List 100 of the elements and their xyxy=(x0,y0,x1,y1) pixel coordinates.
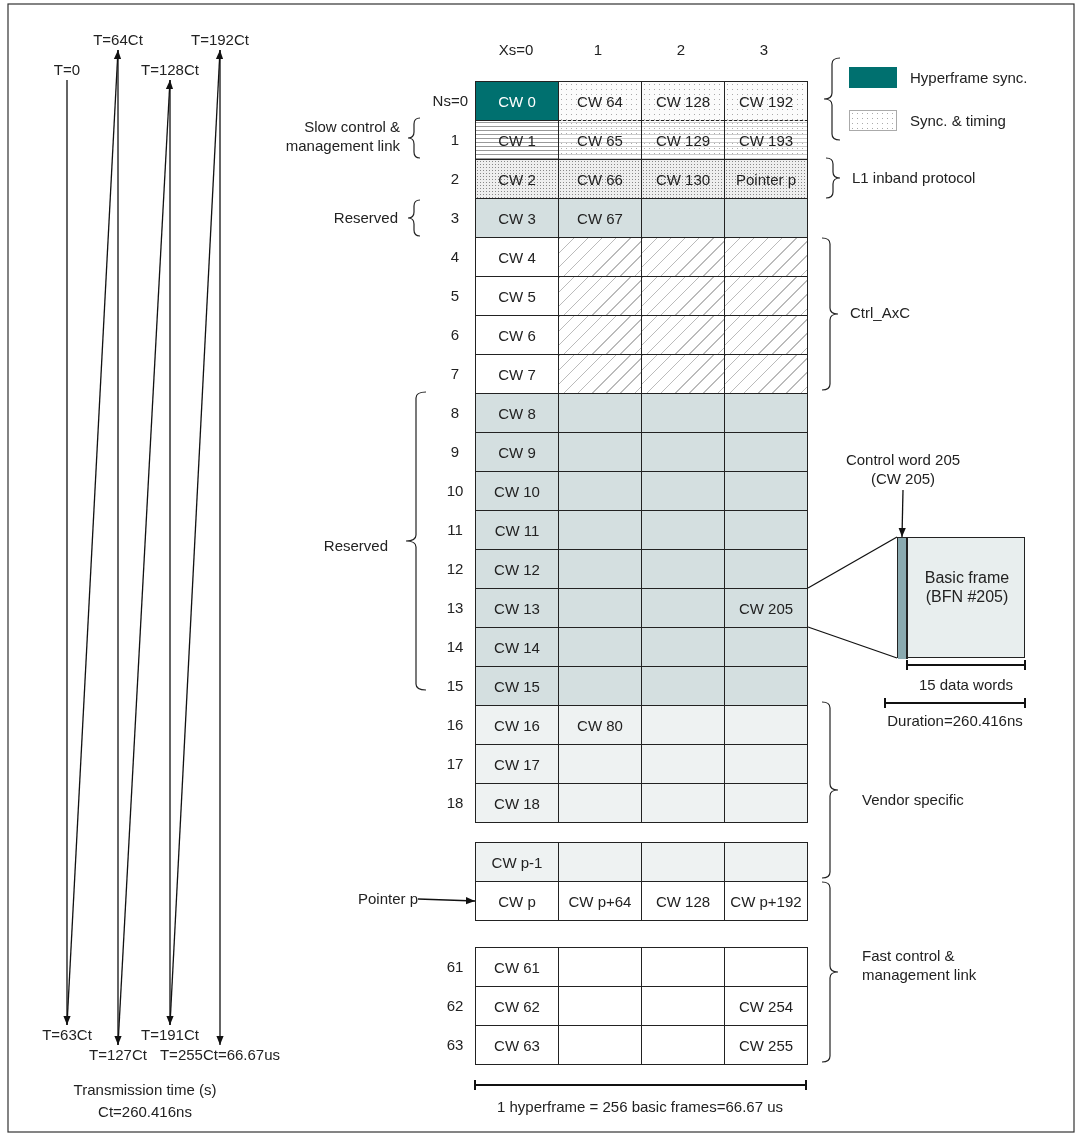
frame-cell xyxy=(558,986,641,1025)
bracket-label: Slow control & management link xyxy=(284,117,400,156)
frame-cell xyxy=(558,744,641,783)
arrow xyxy=(216,49,224,1046)
control-word-bar xyxy=(898,538,908,659)
frame-cell xyxy=(641,510,724,549)
frame-cell xyxy=(558,276,641,315)
row-number: 3 xyxy=(449,208,461,228)
frame-cell xyxy=(558,237,641,276)
frame-cell: CW 254 xyxy=(724,986,808,1025)
frame-cell xyxy=(558,947,641,986)
frame-cell: CW 193 xyxy=(724,120,808,159)
row-number: 17 xyxy=(445,754,465,774)
axis-label: Ct=260.416ns xyxy=(97,1102,193,1122)
row-number: 9 xyxy=(449,442,461,462)
legend-label: Sync. & timing xyxy=(910,111,1007,131)
frame-cell xyxy=(724,198,808,237)
frame-cell: CW p+64 xyxy=(558,881,641,921)
bracket-label: Fast control & management link xyxy=(862,946,978,985)
frame-cell xyxy=(724,549,808,588)
row-number: 62 xyxy=(445,996,465,1016)
frame-cell xyxy=(641,666,724,705)
row-number: 1 xyxy=(449,130,461,150)
row-number: 63 xyxy=(445,1035,465,1055)
frame-cell xyxy=(641,393,724,432)
row-number: 2 xyxy=(449,169,461,189)
row-number: 15 xyxy=(445,676,465,696)
frame-cell xyxy=(558,588,641,627)
bracket-label: L1 inband protocol xyxy=(852,168,977,188)
frame-cell: CW 62 xyxy=(475,986,558,1025)
time-label: T=63Ct xyxy=(36,1025,98,1045)
basic-frame-box xyxy=(897,537,1025,658)
frame-cell xyxy=(641,237,724,276)
zoom-line xyxy=(807,626,898,659)
arrow xyxy=(898,489,906,538)
frame-cell xyxy=(724,666,808,705)
frame-cell xyxy=(724,432,808,471)
frame-cell xyxy=(558,471,641,510)
column-number: 3 xyxy=(758,40,770,60)
frame-cell xyxy=(641,549,724,588)
frame-cell xyxy=(641,842,724,881)
frame-cell: CW 80 xyxy=(558,705,641,744)
frame-cell xyxy=(641,986,724,1025)
frame-cell xyxy=(724,627,808,666)
frame-cell xyxy=(641,1025,724,1065)
box-label: Basic frame (BFN #205) xyxy=(923,568,1011,606)
dimension-label: 1 hyperframe = 256 basic frames=66.67 us xyxy=(496,1097,784,1117)
frame-cell xyxy=(558,393,641,432)
frame-cell: CW 4 xyxy=(475,237,558,276)
frame-cell xyxy=(641,947,724,986)
frame-cell xyxy=(724,276,808,315)
time-label: T=128Ct xyxy=(138,60,202,80)
arrow xyxy=(417,897,476,905)
frame-cell: CW p+192 xyxy=(724,881,808,921)
frame-cell xyxy=(558,842,641,881)
frame-cell xyxy=(641,198,724,237)
row-number: 61 xyxy=(445,957,465,977)
frame-cell: CW 9 xyxy=(475,432,558,471)
frame-cell xyxy=(641,432,724,471)
time-label: T=255Ct=66.67us xyxy=(150,1045,290,1065)
frame-cell: CW p-1 xyxy=(475,842,558,881)
frame-cell xyxy=(724,315,808,354)
frame-cell xyxy=(641,471,724,510)
frame-cell: CW 15 xyxy=(475,666,558,705)
bracket-label: Ctrl_AxC xyxy=(850,303,911,323)
frame-cell: CW 130 xyxy=(641,159,724,198)
frame-cell: CW 128 xyxy=(641,81,724,120)
frame-cell: CW 65 xyxy=(558,120,641,159)
time-label: T=0 xyxy=(45,60,89,80)
frame-cell: CW 12 xyxy=(475,549,558,588)
column-number: 1 xyxy=(592,40,604,60)
frame-cell xyxy=(724,842,808,881)
frame-cell xyxy=(641,315,724,354)
dimension-label: Duration=260.416ns xyxy=(886,711,1024,731)
frame-cell: CW 10 xyxy=(475,471,558,510)
frame-cell: CW 14 xyxy=(475,627,558,666)
frame-cell: CW 11 xyxy=(475,510,558,549)
frame-cell xyxy=(641,627,724,666)
frame-cell xyxy=(558,666,641,705)
frame-cell xyxy=(558,549,641,588)
frame-cell xyxy=(724,354,808,393)
frame-cell: CW p xyxy=(475,881,558,921)
frame-cell: CW 66 xyxy=(558,159,641,198)
frame-cell: CW 255 xyxy=(724,1025,808,1065)
row-number: 13 xyxy=(445,598,465,618)
time-label: T=192Ct xyxy=(186,30,254,50)
frame-cell: CW 67 xyxy=(558,198,641,237)
frame-cell: CW 13 xyxy=(475,588,558,627)
row-number: 4 xyxy=(449,247,461,267)
frame-cell xyxy=(724,705,808,744)
frame-cell: CW 16 xyxy=(475,705,558,744)
frame-cell: Pointer p xyxy=(724,159,808,198)
dimension-label: 15 data words xyxy=(917,675,1015,695)
frame-cell xyxy=(724,471,808,510)
frame-cell xyxy=(558,315,641,354)
frame-cell xyxy=(558,1025,641,1065)
bracket-label: Reserved xyxy=(322,536,388,556)
frame-cell: CW 18 xyxy=(475,783,558,823)
frame-cell xyxy=(641,354,724,393)
frame-cell xyxy=(558,510,641,549)
